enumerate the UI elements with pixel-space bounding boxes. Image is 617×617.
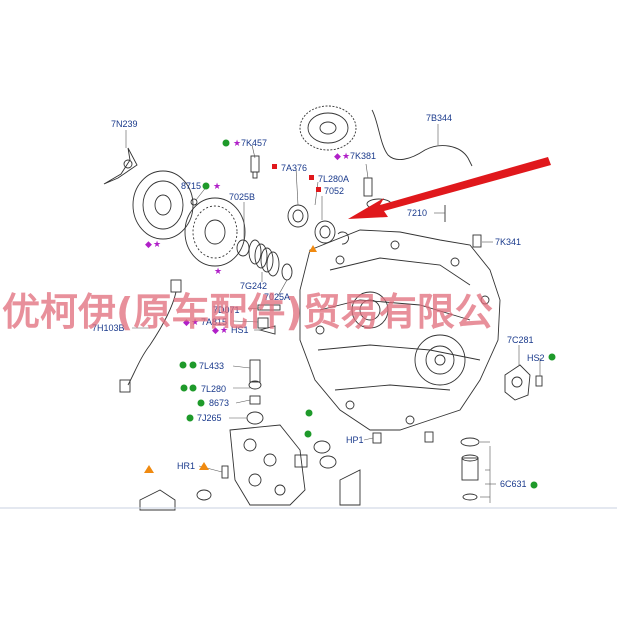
- highlight-arrow: [348, 157, 551, 219]
- purple-diamond-marker: ◆: [183, 317, 190, 327]
- label-7d071: 7D071: [213, 305, 240, 315]
- breather-hose: [371, 109, 473, 167]
- watermark-text: 优柯伊(原车配件)贸易有限公: [2, 290, 493, 334]
- sensor-cable-7h103b: [119, 279, 182, 393]
- green-dot-marker: [530, 481, 538, 489]
- label-7052: 7052: [324, 186, 344, 196]
- green-dot-marker: [186, 414, 194, 422]
- red-square-marker: [316, 187, 321, 192]
- pan-gasket: [339, 469, 361, 506]
- purple-diamond-marker: ◆: [145, 239, 152, 249]
- valve-body: [229, 359, 308, 506]
- transmission-housing: [299, 229, 501, 431]
- label-7l280: 7L280: [201, 384, 226, 394]
- plug-hp1: [372, 431, 434, 444]
- orange-triangle-marker: [144, 465, 154, 473]
- purple-star-marker: ★: [213, 181, 221, 191]
- label-7k381: 7K381: [350, 151, 376, 161]
- orange-triangle-marker: [309, 245, 317, 252]
- green-dot-marker: [180, 384, 188, 392]
- clutch-springs: [248, 239, 293, 281]
- purple-diamond-marker: ◆: [212, 325, 219, 335]
- label-hs2: HS2: [527, 353, 545, 363]
- converter-cover: [132, 170, 194, 240]
- markers: ★ ★ ◆ ★ ★ ◆ ★ ◆ ★ ◆ ★: [144, 138, 556, 489]
- purple-star-marker: ★: [153, 239, 161, 249]
- label-7210: 7210: [407, 208, 427, 218]
- green-dot-marker: [304, 430, 312, 438]
- green-dot-marker: [179, 361, 187, 369]
- green-dot-marker: [189, 384, 197, 392]
- label-7l433: 7L433: [199, 361, 224, 371]
- label-hs1: HS1: [231, 325, 249, 335]
- label-7c281: 7C281: [507, 335, 534, 345]
- ring-gear: [299, 105, 357, 151]
- green-dot-marker: [305, 409, 313, 417]
- green-dot-marker: [222, 139, 230, 147]
- purple-star-marker: ★: [214, 266, 222, 276]
- label-7b344: 7B344: [426, 113, 452, 123]
- small-pins: [257, 304, 281, 335]
- green-dot-marker: [202, 182, 210, 190]
- part-labels: 7N239 7K457 8715 7025B 7A376 7L280A 7052…: [92, 113, 545, 489]
- filter-6c631: [460, 437, 480, 501]
- label-7j265: 7J265: [197, 413, 222, 423]
- red-square-marker: [272, 164, 277, 169]
- purple-star-marker: ★: [191, 317, 199, 327]
- label-6c631: 6C631: [500, 479, 527, 489]
- green-dot-marker: [548, 353, 556, 361]
- label-7a376: 7A376: [281, 163, 307, 173]
- red-square-marker: [309, 175, 314, 180]
- label-7g242: 7G242: [240, 281, 267, 291]
- label-7025b: 7025B: [229, 192, 255, 202]
- bolt-8715: [190, 198, 198, 206]
- label-7k341: 7K341: [495, 237, 521, 247]
- green-dot-marker: [189, 361, 197, 369]
- label-hr1: HR1: [177, 461, 195, 471]
- plug-7k341: [472, 234, 482, 248]
- sensor-7k457: [250, 155, 260, 179]
- label-8715: 8715: [181, 181, 201, 191]
- green-dot-marker: [197, 399, 205, 407]
- purple-star-marker: ★: [342, 151, 350, 161]
- orange-triangle-marker: [199, 462, 209, 470]
- label-7l280a: 7L280A: [318, 174, 349, 184]
- purple-star-marker: ★: [220, 325, 228, 335]
- label-7h103b: 7H103B: [92, 323, 125, 333]
- o-rings: [313, 440, 337, 469]
- torque-converter: [184, 197, 250, 267]
- label-8673: 8673: [209, 398, 229, 408]
- purple-star-marker: ★: [233, 138, 241, 148]
- label-7a815: 7A815: [201, 317, 227, 327]
- drive-plate-7n239: [103, 147, 138, 185]
- label-7k457: 7K457: [241, 138, 267, 148]
- label-7n239: 7N239: [111, 119, 138, 129]
- purple-diamond-marker: ◆: [334, 151, 341, 161]
- label-7025a: 7025A: [264, 292, 290, 302]
- label-hp1: HP1: [346, 435, 364, 445]
- filter-housing-7c281: [504, 364, 543, 401]
